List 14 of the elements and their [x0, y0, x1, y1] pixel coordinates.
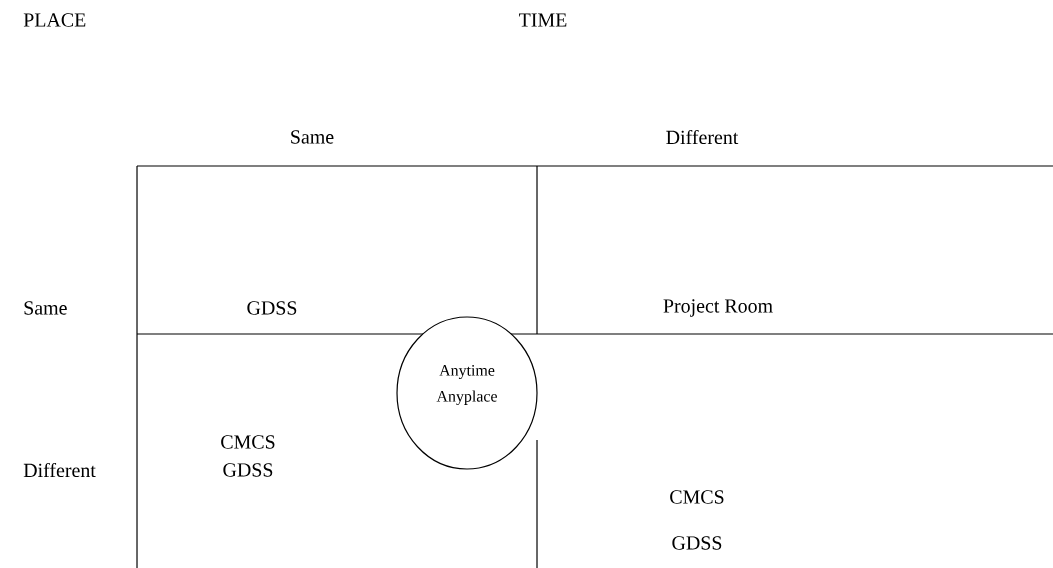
label: GDSS: [672, 536, 722, 550]
label: GDSS: [223, 463, 273, 477]
label: Project Room: [663, 299, 773, 317]
label: PLACE: [23, 13, 86, 27]
label: Different: [23, 462, 96, 478]
label: TIME: [519, 13, 567, 27]
label: CMCS: [221, 435, 275, 449]
label: Same: [24, 301, 67, 315]
label: GDSS: [247, 301, 297, 315]
ellipse: [396, 316, 538, 470]
label: Same: [291, 130, 334, 144]
label: Different: [666, 129, 739, 145]
label: CMCS: [670, 490, 724, 504]
ellipse-text: Anytime Anyplace: [436, 365, 497, 405]
